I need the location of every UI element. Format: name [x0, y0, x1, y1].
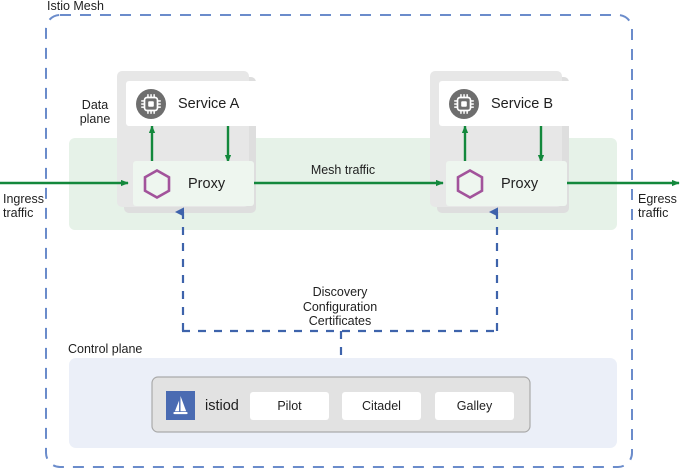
control-plane-label: Control plane — [68, 342, 143, 356]
component-citadel[interactable]: Citadel — [342, 392, 421, 420]
proxy-a-box[interactable]: Proxy — [133, 161, 254, 206]
proxy-b-box[interactable]: Proxy — [446, 161, 567, 206]
proxy-a-label: Proxy — [188, 175, 226, 192]
service-b-label: Service B — [491, 95, 554, 112]
istiod-identity: istiod — [166, 391, 239, 420]
hexagon-icon — [142, 168, 172, 200]
component-pilot[interactable]: Pilot — [250, 392, 329, 420]
istio-mesh-boundary — [45, 14, 633, 468]
istiod-label: istiod — [205, 397, 239, 414]
ingress-traffic-label: Ingress traffic — [3, 192, 44, 220]
service-a-label: Service A — [178, 95, 240, 112]
xds-label: Discovery Configuration Certificates — [302, 285, 378, 328]
service-a-box[interactable]: Service A — [126, 81, 266, 126]
proxy-b-label: Proxy — [501, 175, 539, 192]
hexagon-icon — [455, 168, 485, 200]
mesh-title-label: Istio Mesh — [47, 0, 104, 13]
service-b-box[interactable]: Service B — [439, 81, 579, 126]
cpu-chip-icon — [135, 88, 167, 120]
data-plane-label: Data plane — [79, 98, 111, 126]
cpu-chip-icon — [448, 88, 480, 120]
component-galley[interactable]: Galley — [435, 392, 514, 420]
egress-traffic-label: Egress traffic — [638, 192, 677, 220]
istio-sail-logo-icon — [166, 391, 195, 420]
mesh-traffic-label: Mesh traffic — [310, 163, 376, 177]
